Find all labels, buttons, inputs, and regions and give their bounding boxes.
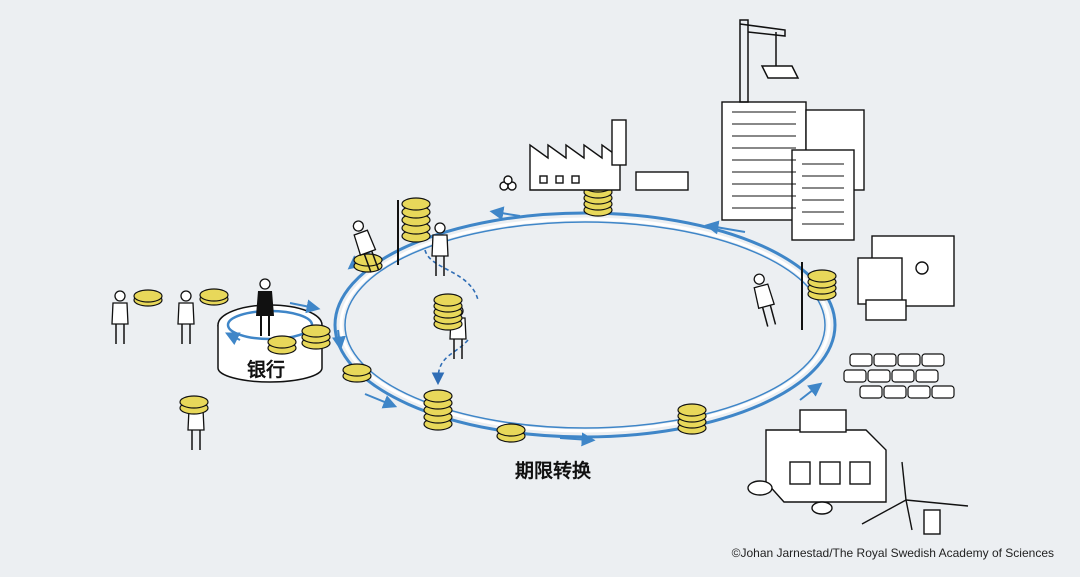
- office-buildings-icon: [722, 102, 864, 240]
- coin-stack-icon: [424, 390, 452, 430]
- bank-label: 银行: [247, 355, 285, 382]
- image-credit: ©Johan Jarnestad/The Royal Swedish Acade…: [732, 546, 1054, 560]
- coin-stack-icon: [497, 424, 525, 442]
- coin-stack-icon: [268, 336, 296, 354]
- person-icon: [750, 272, 779, 327]
- coin-stack-icon: [200, 289, 228, 305]
- coin-stack-icon: [343, 364, 371, 382]
- coin-stack-icon: [402, 198, 430, 242]
- coin-stack-icon: [180, 396, 208, 414]
- maturity-transformation-label: 期限转换: [515, 456, 591, 483]
- cars-icon: [844, 354, 954, 398]
- person-icon: [178, 291, 194, 344]
- coin-stack-icon: [134, 290, 162, 306]
- workshop-icon: [858, 236, 954, 320]
- coin-stack-icon: [678, 404, 706, 434]
- cycle-ring: [335, 213, 835, 437]
- coin-stack-icon: [434, 294, 462, 330]
- coin-stack-icon: [808, 270, 836, 300]
- coin-stack-icon: [302, 325, 330, 349]
- warehouse-icon: [748, 410, 886, 514]
- person-icon: [112, 291, 128, 344]
- factory-icon: [500, 120, 688, 190]
- crane-icon: [740, 20, 798, 102]
